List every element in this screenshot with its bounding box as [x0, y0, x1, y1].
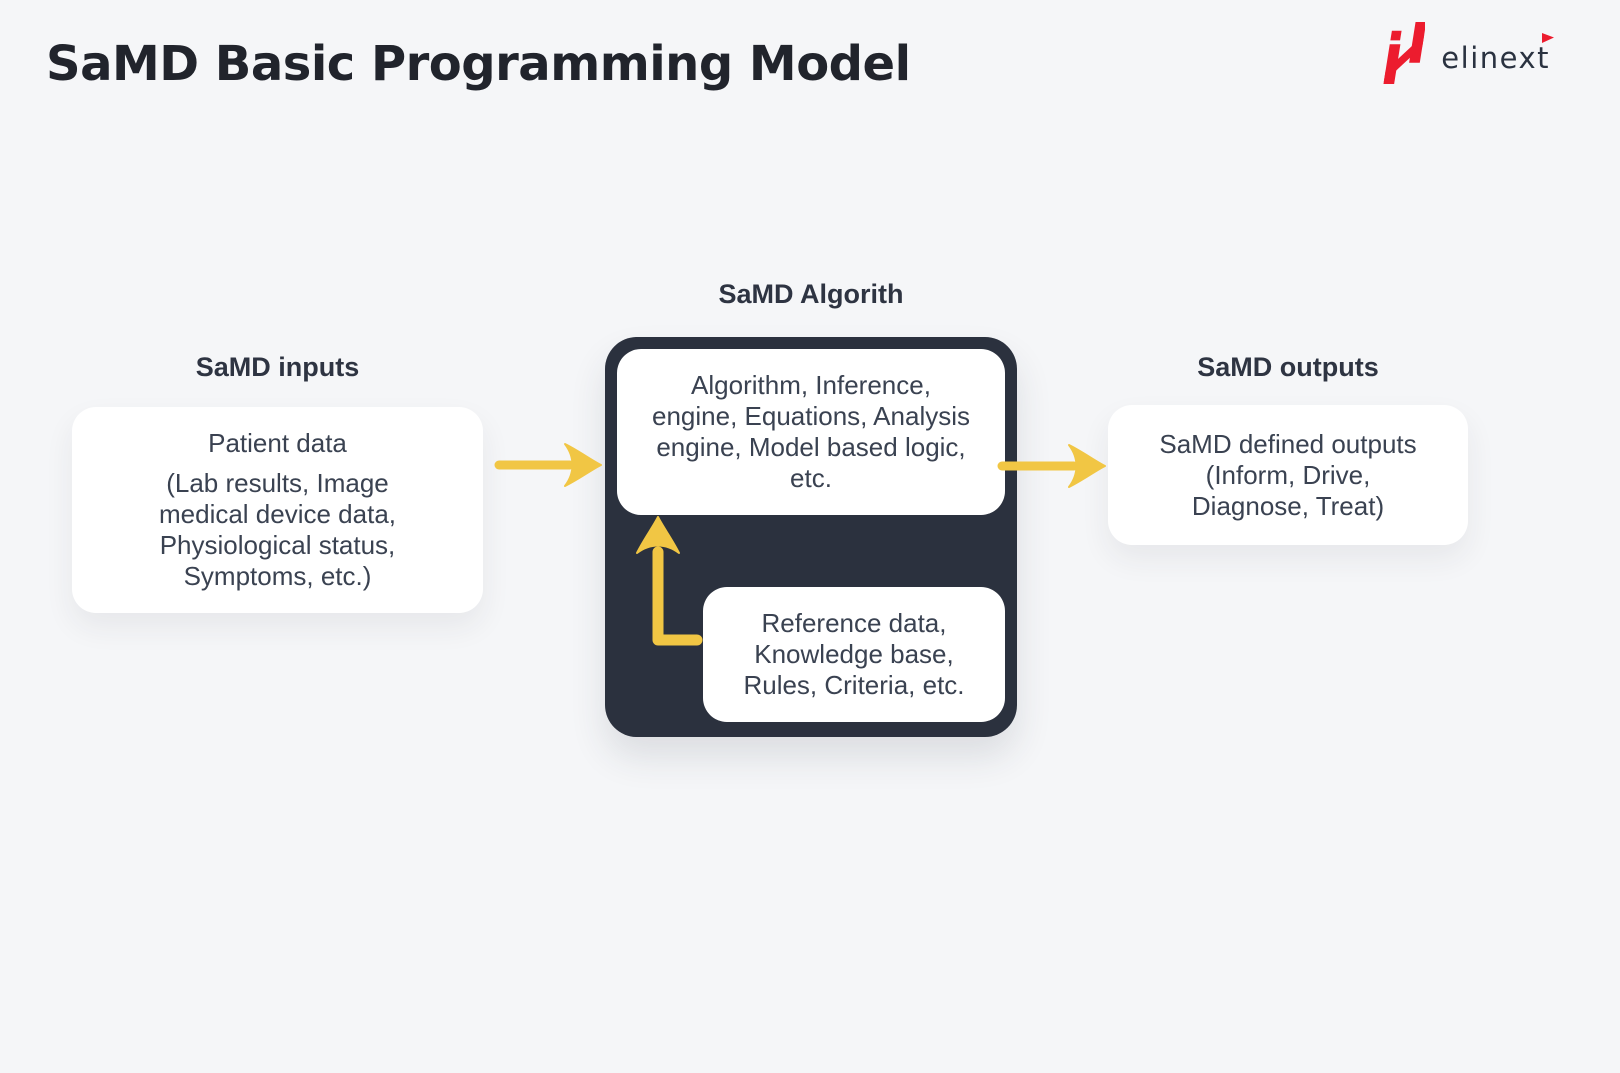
input-arrow — [494, 443, 602, 487]
patient-data-box: Patient data (Lab results, Image medical… — [72, 407, 483, 613]
samd-algorithm-label: SaMD Algorith — [718, 279, 904, 309]
outputs-box: SaMD defined outputs (Inform, Drive, Dia… — [1108, 405, 1468, 545]
patient-data-title: Patient data — [208, 428, 347, 458]
page-title: SaMD Basic Programming Model — [46, 36, 911, 92]
elinext-logo-icon — [1383, 22, 1426, 84]
reference-box: Reference data, Knowledge base, Rules, C… — [703, 587, 1005, 722]
output-arrow — [997, 444, 1106, 488]
brand-name: elinext — [1441, 41, 1550, 75]
brand-logo: elinext — [1379, 22, 1554, 84]
reference-box-text: Reference data, Knowledge base, Rules, C… — [743, 608, 965, 700]
samd-inputs-label: SaMD inputs — [195, 352, 360, 382]
algorithm-box-text: Algorithm, Inference, engine, Equations,… — [652, 370, 970, 493]
patient-data-details: (Lab results, Image medical device data,… — [158, 468, 397, 591]
algorithm-box: Algorithm, Inference, engine, Equations,… — [617, 349, 1005, 515]
outputs-box-text: SaMD defined outputs (Inform, Drive, Dia… — [1159, 428, 1417, 521]
samd-outputs-label: SaMD outputs — [1197, 352, 1379, 382]
logo-flag-icon — [1542, 33, 1554, 43]
